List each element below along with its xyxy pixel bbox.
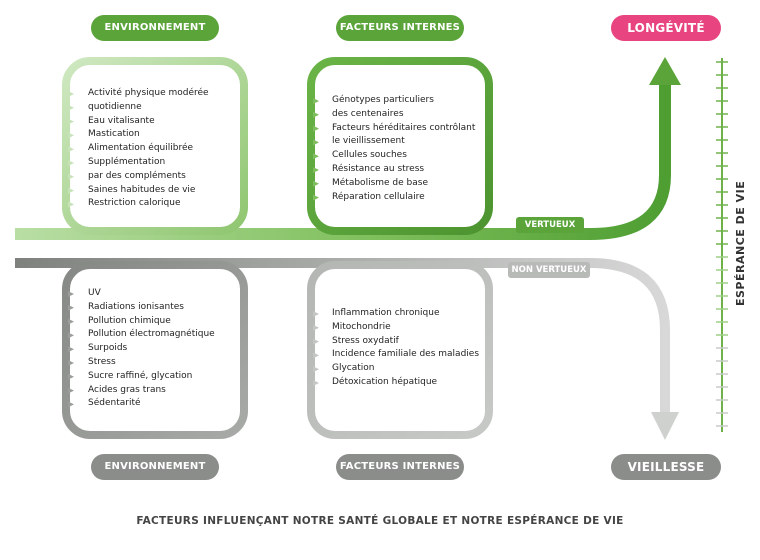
- non-virtuous-path: [15, 258, 670, 415]
- bullet-marker: [68, 173, 74, 180]
- life-expectancy-label: ESPÉRANCE DE VIE: [734, 180, 747, 306]
- list-item: Radiations ionisantes: [88, 301, 184, 312]
- list-item: Activité physique modérée: [88, 88, 209, 98]
- bullet-marker: [68, 332, 74, 339]
- list-item: Mastication: [88, 129, 140, 140]
- bottom-left-header: ENVIRONNEMENT: [91, 454, 219, 480]
- list-item: Cellules souches: [332, 150, 407, 161]
- list-item: Mitochondrie: [332, 321, 391, 332]
- bullet-marker: [313, 324, 319, 331]
- top-left-header: ENVIRONNEMENT: [91, 15, 219, 41]
- list-item: le vieillissement: [332, 136, 405, 147]
- bullet-marker: [68, 346, 74, 353]
- list-item: Acides gras trans: [88, 384, 166, 395]
- list-item: Glycation: [332, 363, 375, 374]
- list-item: Inflammation chronique: [332, 308, 440, 318]
- list-item: Stress: [88, 356, 116, 367]
- list-item: Pollution chimique: [88, 315, 171, 326]
- list-item: Sucre raffiné, glycation: [88, 370, 193, 381]
- bullet-marker: [313, 98, 319, 104]
- bullet-marker: [68, 291, 74, 297]
- bullet-marker: [313, 366, 319, 373]
- list-item: Supplémentation: [88, 156, 166, 167]
- bullet-marker: [313, 194, 319, 201]
- bullet-marker: [68, 104, 74, 111]
- bullet-marker: [68, 401, 74, 408]
- list-item: Sédentarité: [88, 398, 141, 409]
- virtuous-path: [15, 80, 671, 240]
- bullet-marker: [68, 360, 74, 366]
- bullet-marker: [313, 311, 319, 317]
- longevity-arrow-head: [649, 57, 681, 85]
- list-item: UV: [88, 288, 101, 298]
- life-expectancy-ticks: [716, 61, 728, 427]
- bullet-marker: [68, 146, 74, 153]
- list-item: Métabolisme de base: [332, 177, 428, 188]
- virtuous-tag: VERTUEUX: [516, 217, 584, 233]
- bullet-marker: [68, 201, 74, 208]
- list-item: Détoxication hépatique: [332, 376, 438, 387]
- list-item: Génotypes particuliers: [332, 95, 434, 105]
- list-item: Réparation cellulaire: [332, 191, 425, 202]
- bullet-marker: [68, 91, 74, 97]
- list-item: Saines habitudes de vie: [88, 184, 196, 195]
- list-item: Incidence familiale des maladies: [332, 349, 480, 360]
- bullet-marker: [313, 153, 319, 160]
- bullet-marker: [68, 304, 74, 311]
- top-middle-header: FACTEURS INTERNES: [336, 15, 464, 41]
- bottom-middle-header: FACTEURS INTERNES: [336, 454, 464, 480]
- bullet-marker: [68, 387, 74, 394]
- longevity-badge: LONGÉVITÉ: [611, 15, 721, 41]
- bullet-marker: [313, 125, 319, 132]
- list-item: Surpoids: [88, 343, 128, 354]
- bullet-marker: [68, 318, 74, 325]
- bullet-marker: [313, 139, 319, 146]
- list-item: Restriction calorique: [88, 198, 181, 209]
- aging-arrow-head: [651, 412, 679, 440]
- bullet-marker: [68, 160, 74, 166]
- list-item: Pollution électromagnétique: [88, 329, 215, 340]
- bullet-marker: [313, 352, 319, 359]
- bullet-marker: [313, 180, 319, 187]
- bullet-marker: [313, 338, 319, 345]
- list-item: Stress oxydatif: [332, 335, 399, 346]
- list-item: Alimentation équilibrée: [88, 143, 194, 154]
- list-item: des centenaires: [332, 108, 404, 119]
- list-item: Eau vitalisante: [88, 115, 155, 126]
- bullet-marker: [313, 111, 319, 118]
- list-item: Résistance au stress: [332, 163, 425, 174]
- bullet-marker: [68, 373, 74, 380]
- aging-badge: VIEILLESSE: [611, 454, 721, 480]
- bullet-marker: [313, 380, 319, 386]
- bullet-marker: [68, 187, 74, 194]
- bullet-marker: [313, 167, 319, 173]
- list-item: par des compléments: [88, 170, 186, 181]
- list-item: quotidienne: [88, 101, 142, 112]
- bullet-marker: [68, 132, 74, 139]
- non-virtuous-tag: NON VERTUEUX: [508, 262, 590, 278]
- diagram-caption: FACTEURS INFLUENÇANT NOTRE SANTÉ GLOBALE…: [136, 515, 624, 527]
- list-item: Facteurs héréditaires contrôlant: [332, 122, 476, 133]
- bullet-marker: [68, 118, 74, 125]
